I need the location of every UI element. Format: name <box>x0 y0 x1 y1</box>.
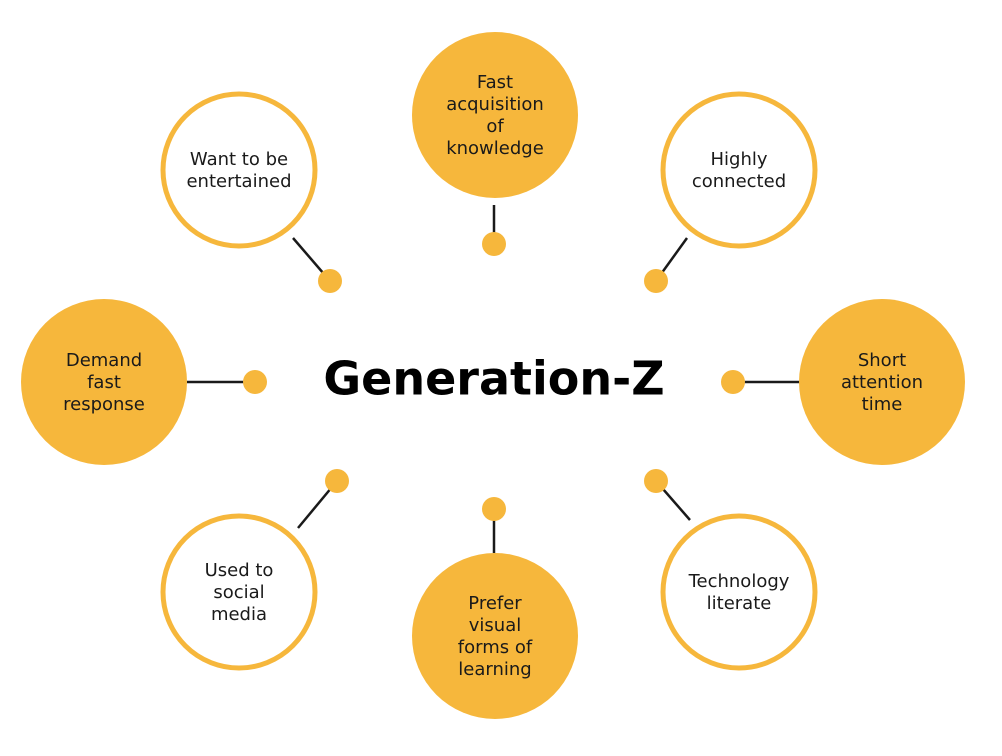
node-label-line: connected <box>692 171 786 192</box>
node-label-line: entertained <box>186 171 291 192</box>
connector-dot-fast-acquisition <box>482 232 506 256</box>
node-circle-want-entertained <box>160 91 318 249</box>
node-circle-demand-fast <box>21 299 187 465</box>
connector-dot-short-attention <box>721 370 745 394</box>
connector-layer <box>187 205 800 553</box>
node-circle-highly-connected <box>660 91 818 249</box>
node-label-line: fast <box>87 372 121 393</box>
node-label-line: time <box>862 394 903 415</box>
node-label-line: Fast <box>477 72 513 93</box>
node-label-line: literate <box>707 593 772 614</box>
node-circle-short-attention <box>799 299 965 465</box>
node-label-line: of <box>486 116 504 137</box>
node-circle-fast-acquisition <box>412 32 578 198</box>
node-label-line: media <box>211 604 267 625</box>
node-circle-prefer-visual <box>412 553 578 719</box>
node-label-line: visual <box>469 615 521 636</box>
node-label-line: forms of <box>458 637 533 658</box>
node-label-line: Used to <box>205 560 274 581</box>
node-label-line: learning <box>458 659 531 680</box>
node-circle-social-media <box>160 513 318 671</box>
node-label-line: Demand <box>66 350 142 371</box>
node-label-line: acquisition <box>446 94 544 115</box>
connector-dot-demand-fast <box>243 370 267 394</box>
center-title: Generation-Z <box>323 352 664 406</box>
node-label-line: response <box>63 394 145 415</box>
node-label-line: Want to be <box>190 149 288 170</box>
node-label-line: Technology <box>688 571 790 592</box>
connector-dot-highly-connected <box>644 269 668 293</box>
node-label-line: Highly <box>710 149 767 170</box>
node-circle-technology-literate <box>660 513 818 671</box>
connector-dot-social-media <box>325 469 349 493</box>
connector-dot-prefer-visual <box>482 497 506 521</box>
node-label-line: social <box>213 582 264 603</box>
connector-dot-technology-literate <box>644 469 668 493</box>
connector-dot-want-entertained <box>318 269 342 293</box>
node-label-line: attention <box>841 372 923 393</box>
node-label-line: Short <box>858 350 906 371</box>
node-label-line: Prefer <box>468 593 522 614</box>
node-label-line: knowledge <box>446 138 544 159</box>
